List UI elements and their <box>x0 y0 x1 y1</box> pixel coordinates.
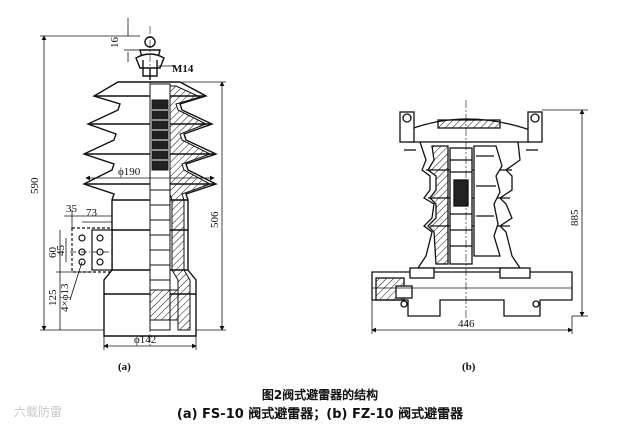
dim-125: 125 <box>47 289 59 306</box>
fz10-housing <box>416 141 522 269</box>
dim-m14: M14 <box>172 63 194 75</box>
figure-a-label: (a) <box>118 361 131 373</box>
housing-section <box>165 85 212 331</box>
mounting-bracket <box>70 227 114 273</box>
dim-885: 885 <box>569 209 581 226</box>
figure-subtitle: (a) FS-10 阀式避雷器；(b) FZ-10 阀式避雷器 <box>176 407 464 422</box>
arrester-fs10-drawing: 16 M14 590 ϕ190 35 73 60 45 4×ϕ13 125 50… <box>29 18 226 373</box>
dim-60: 60 <box>47 247 59 259</box>
dim-45: 45 <box>55 245 67 257</box>
dim-590: 590 <box>29 177 41 194</box>
dim-35: 35 <box>66 203 78 215</box>
top-cap <box>399 111 543 151</box>
dimension-lines-a <box>40 18 226 350</box>
dim-16: 16 <box>109 37 121 49</box>
watermark-text: 六载防雷 <box>14 405 63 419</box>
base-flange <box>371 267 573 317</box>
figure-title: 图2阀式避雷器的结构 <box>261 388 379 402</box>
dim-506: 506 <box>209 211 221 228</box>
dimension-lines-b <box>371 109 588 334</box>
watermark: 六载防雷 <box>14 403 62 420</box>
dim-holes: 4×ϕ13 <box>59 283 71 312</box>
dim-phi142: ϕ142 <box>134 334 156 346</box>
dim-73: 73 <box>86 207 98 219</box>
dim-446: 446 <box>458 318 475 330</box>
figure-b-label: (b) <box>462 361 476 373</box>
valve-disc-stack <box>149 83 179 331</box>
dim-phi190: ϕ190 <box>118 166 141 178</box>
arrester-fz10-drawing: 885 446 (b) <box>371 100 588 373</box>
